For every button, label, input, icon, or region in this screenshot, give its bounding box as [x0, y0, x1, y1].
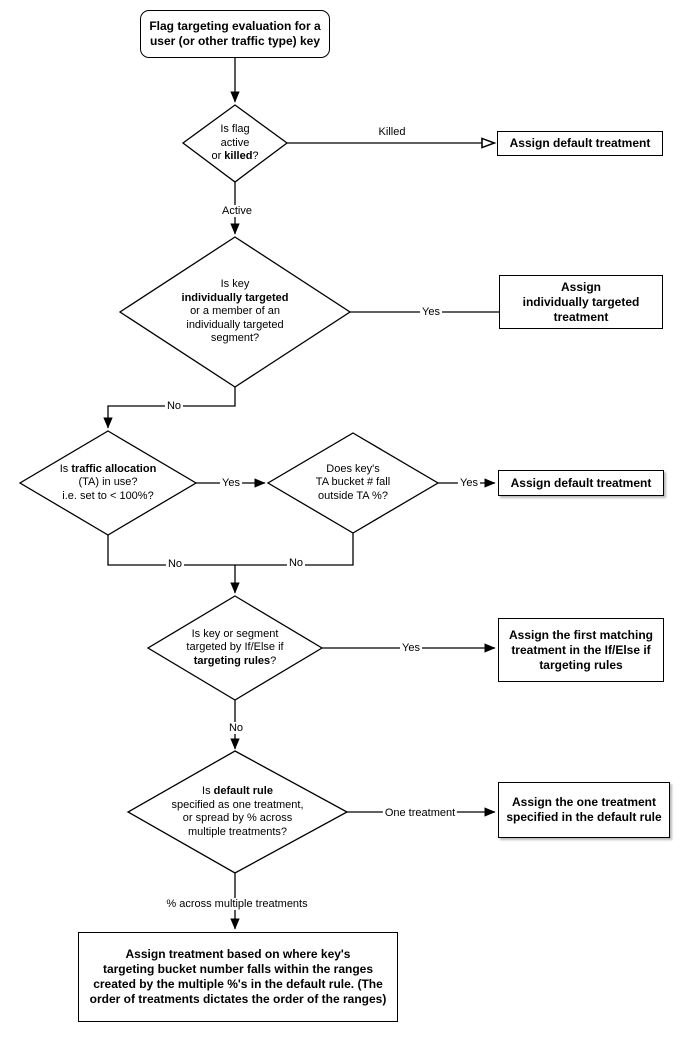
action-individually-targeted-treatment: Assign individually targeted treatment	[499, 275, 663, 329]
edge-label-killed: Killed	[378, 126, 406, 138]
diamond-ta-bucket-shape	[266, 432, 440, 534]
edge-no-merge	[107, 533, 354, 566]
edge-label-yes-ta-in-use: Yes	[220, 477, 242, 489]
edge-label-no-targeting-rules: No	[226, 722, 246, 734]
edge-label-no-individual: No	[164, 400, 184, 412]
edge-label-active: Active	[220, 205, 254, 217]
action-one-treatment-default: Assign the one treatment specified in th…	[498, 782, 670, 838]
action-first-matching-treatment: Assign the first matching treatment in t…	[498, 618, 664, 682]
start-node-label: Flag targeting evaluation for a user (or…	[149, 19, 321, 48]
action-default-treatment-ta: Assign default treatment	[498, 470, 664, 496]
diamond-default-rule-shape	[126, 750, 349, 874]
start-node: Flag targeting evaluation for a user (or…	[140, 10, 330, 58]
edge-label-yes-targeting-rules: Yes	[400, 642, 422, 654]
edge-label-one-treatment: One treatment	[382, 807, 458, 819]
diamond-traffic-allocation-shape	[18, 430, 198, 536]
action-default-treatment-killed: Assign default treatment	[497, 131, 663, 156]
diamond-individually-targeted-shape	[118, 236, 352, 388]
action-bucket-ranges-treatment: Assign treatment based on where key's ta…	[78, 932, 398, 1022]
edge-label-no-ta-in-use: No	[165, 558, 185, 570]
edge-label-yes-outside-ta: Yes	[458, 477, 480, 489]
edge-label-pct-across-multiple: % across multiple treatments	[164, 898, 310, 910]
diamond-targeting-rules-shape	[146, 595, 324, 701]
diamond-flag-active-shape	[181, 104, 289, 183]
edge-label-yes-individual: Yes	[420, 306, 442, 318]
edge-label-no-outside-ta: No	[286, 557, 306, 569]
